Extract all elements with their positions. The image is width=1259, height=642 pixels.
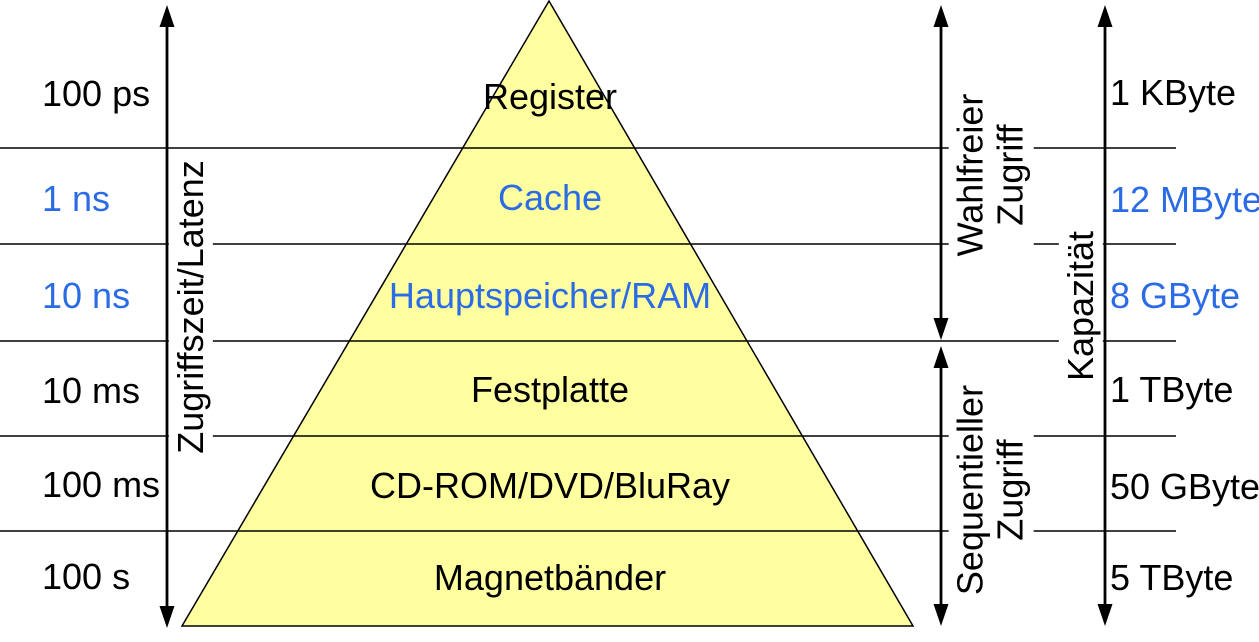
access-time-label: 100 ms: [42, 464, 161, 505]
access-time-label: 100 s: [42, 556, 131, 597]
capacity-axis-label: Kapazität: [1058, 222, 1104, 390]
pyramid-level-label: Magnetbänder: [433, 557, 667, 598]
access-time-label: 100 ps: [42, 73, 151, 114]
pyramid-level-label: Festplatte: [470, 369, 630, 410]
pyramid-level-label: Register: [482, 76, 618, 117]
pyramid-level-label: Cache: [497, 177, 603, 218]
capacity-label: 1 TByte: [1110, 369, 1234, 410]
capacity-label: 1 KByte: [1110, 72, 1237, 113]
sequential-access-label-line2: Zugriff: [990, 439, 1031, 541]
pyramid-level-label: CD-ROM/DVD/BluRay: [369, 465, 731, 506]
capacity-label: 50 GByte: [1110, 466, 1259, 507]
capacity-label: 12 MByte: [1110, 179, 1259, 220]
access-time-label: 1 ns: [42, 178, 111, 219]
access-time-label: 10 ms: [42, 370, 141, 411]
random-access-label-line2: Zugriff: [990, 124, 1031, 226]
random-access-label-line1: Wahlfreier: [949, 93, 991, 257]
sequential-access-label-line1: Sequentieller: [949, 384, 991, 596]
pyramid-shape: [180, 0, 915, 627]
random-access-label: Wahlfreier Zugriff: [948, 85, 1034, 265]
capacity-label: 5 TByte: [1110, 557, 1234, 598]
sequential-access-label: Sequentieller Zugriff: [948, 376, 1034, 604]
capacity-label: 8 GByte: [1110, 275, 1241, 316]
access-time-label: 10 ns: [42, 275, 131, 316]
pyramid-level-label: Hauptspeicher/RAM: [388, 275, 712, 316]
latency-axis-label: Zugriffszeit/Latenz: [168, 152, 214, 462]
